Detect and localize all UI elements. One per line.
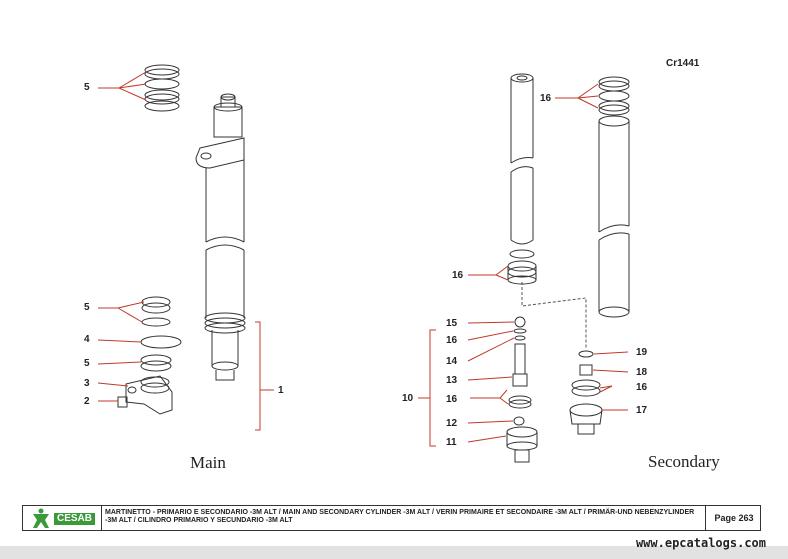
secondary-rod [507,73,537,285]
drawing-code: Cr1441 [666,58,700,69]
callout-main-5a: 5 [84,82,90,93]
sheet-title: MARTINETTO - PRIMARIO E SECONDARIO -3M A… [105,509,695,524]
page-number: Page 263 [705,506,762,530]
secondary-valve-stack [506,316,538,463]
main-cylinder-body [195,93,246,381]
secondary-top-seal-rings [598,76,630,116]
callout-leader-lines [97,71,629,443]
callout-sec-16-top: 16 [540,93,552,104]
website-watermark: www.epcatalogs.com [635,536,766,550]
callout-sec-19: 19 [636,347,648,358]
callout-main-2: 2 [84,396,90,407]
main-lower-seals [140,296,182,372]
secondary-cylinder-tube [598,115,630,318]
logo-text: CESAB [54,513,96,525]
callout-main-5b: 5 [84,302,90,313]
callout-sec-12: 12 [446,418,458,429]
callout-sec-16-ring: 16 [446,335,458,346]
cesab-logo: CESAB [23,506,102,530]
callout-sec-11: 11 [446,437,457,448]
exploded-parts-diagram [97,64,630,463]
callout-sec-16-rod: 16 [452,270,464,281]
callout-sec-18: 18 [636,367,648,378]
callout-sec-16-seal: 16 [446,394,458,405]
caption-secondary: Secondary [648,452,720,471]
callout-sec-14: 14 [446,356,458,367]
callout-sec-10: 10 [402,393,414,404]
callout-sec-16-base: 16 [636,382,648,393]
callout-main-4: 4 [84,334,90,345]
main-assembly-bracket [255,321,274,431]
callout-sec-15: 15 [446,318,458,329]
callout-main-3: 3 [84,378,90,389]
caption-main: Main [190,453,226,472]
callout-main-5c: 5 [84,358,90,369]
title-block: CESAB MARTINETTO - PRIMARIO E SECONDARIO… [22,505,761,531]
cesab-figure-icon [33,508,49,528]
secondary-base-parts [569,350,603,435]
secondary-assembly-bracket [418,329,436,447]
bottom-bar [0,546,788,559]
main-top-seal-rings [144,64,180,112]
callout-main-1: 1 [278,385,284,396]
main-base-bracket [117,375,173,415]
callout-sec-17: 17 [636,405,648,416]
callout-sec-13: 13 [446,375,458,386]
